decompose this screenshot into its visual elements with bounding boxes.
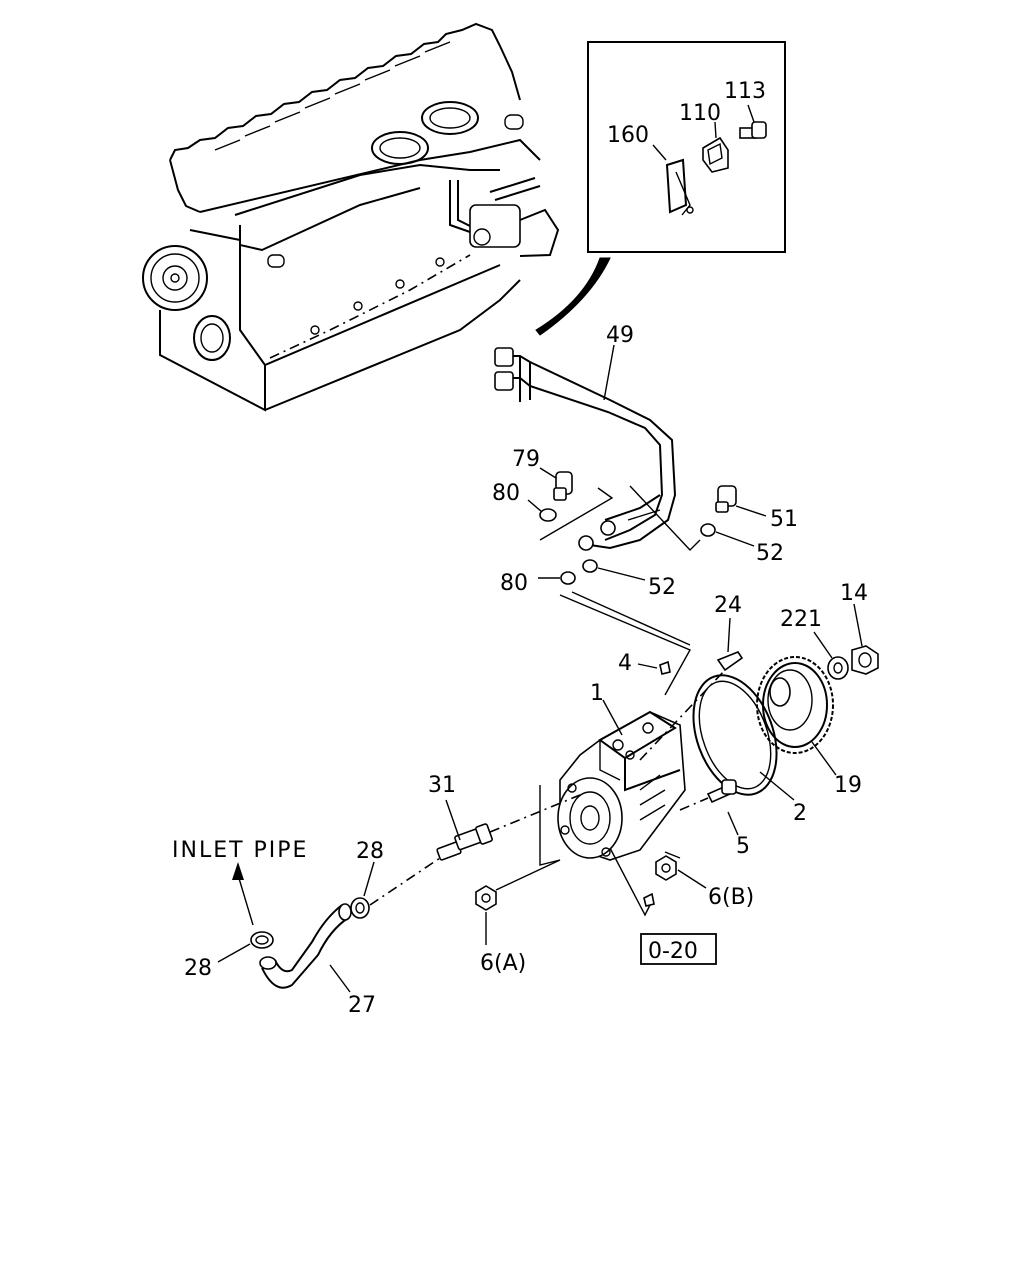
inset-arrow [535,257,611,336]
callout-160: 160 [607,123,649,148]
washer-52-right [700,523,716,537]
callout-80-upper: 80 [492,481,520,506]
hose-clamp-28-lower [250,931,274,949]
callout-52-right: 52 [756,541,784,566]
inlet-hose-27 [259,903,352,989]
pipe-assembly-49 [494,347,677,551]
washer-52-lower [582,559,598,573]
callout-51: 51 [770,507,798,532]
inset-detail [587,41,786,253]
inlet-pipe-arrow [232,862,254,926]
washer-80-upper [539,508,557,522]
callout-labels: 160 110 113 49 79 80 51 52 80 52 24 221 … [172,79,868,1018]
callout-6b: 6(B) [708,885,754,910]
callout-221: 221 [780,607,822,632]
callout-5: 5 [736,834,750,859]
hose-clamp-28-upper [350,897,370,919]
callout-31: 31 [428,773,456,798]
washer-221 [827,656,849,680]
nut-6a [475,885,497,911]
pin-small [643,892,655,907]
washer-80-lower [560,571,576,585]
callout-4: 4 [618,651,632,676]
stud-31 [436,823,493,861]
callout-52-lower: 52 [648,575,676,600]
callout-49: 49 [606,323,634,348]
pin-4 [659,660,671,675]
callout-2: 2 [793,801,807,826]
callout-19: 19 [834,773,862,798]
callout-1: 1 [590,681,604,706]
callout-28-upper: 28 [356,839,384,864]
callout-14: 14 [840,581,868,606]
leader-lines [217,344,863,993]
callout-113: 113 [724,79,766,104]
bolt-5 [706,779,737,804]
callout-24: 24 [714,593,742,618]
nut-6b [655,855,677,881]
callout-27: 27 [348,993,376,1018]
callout-6a: 6(A) [480,951,526,976]
spacer-24 [716,651,744,672]
callout-110: 110 [679,101,721,126]
callout-80-lower: 80 [500,571,528,596]
drive-gear-19 [756,656,834,754]
callout-79: 79 [512,447,540,472]
o-ring-2 [692,674,778,796]
ref-box [640,933,717,965]
banjo-bolt-79 [553,471,573,501]
engine-block [142,22,560,412]
washer-221-hole [833,662,843,674]
inlet-pipe-label: INLET PIPE [172,838,308,863]
nut-14 [851,645,879,675]
banjo-bolt-51 [715,485,737,513]
callout-28-lower: 28 [184,956,212,981]
ref-box-label: 0-20 [648,939,698,964]
